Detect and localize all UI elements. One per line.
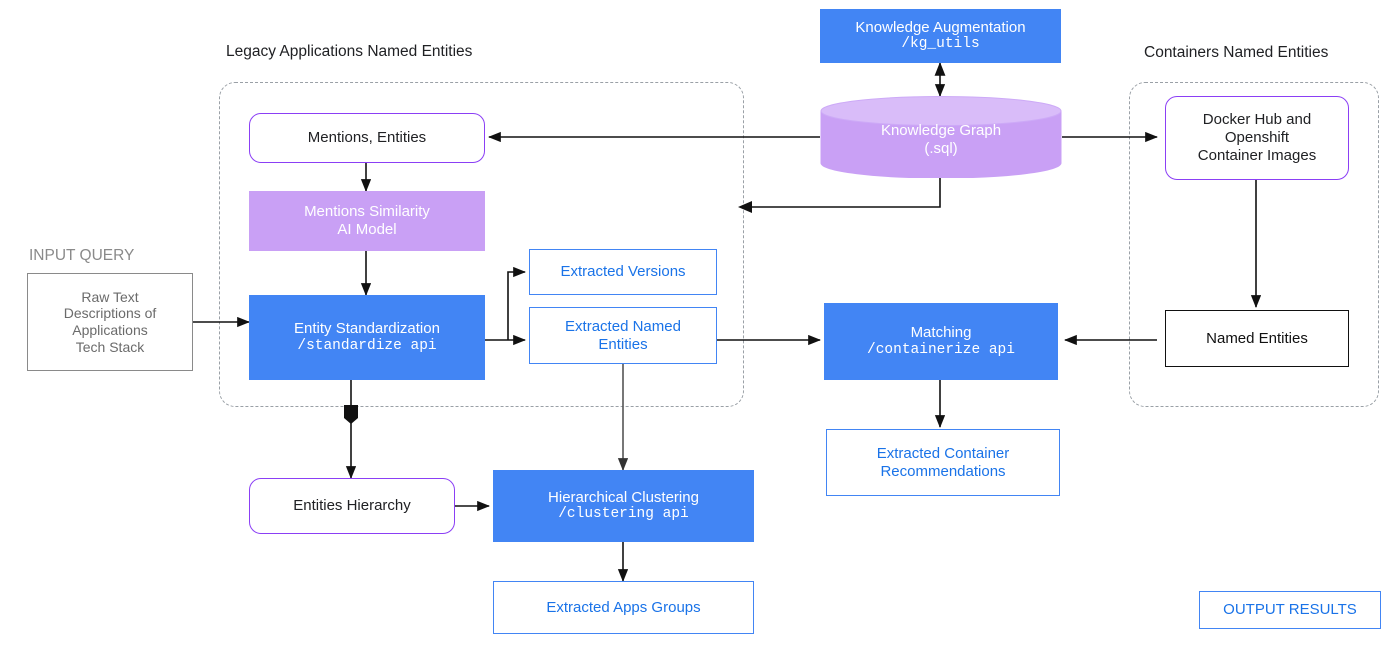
group-legacy-applications [219, 82, 744, 407]
node-named-entities[interactable]: Named Entities [1165, 310, 1349, 367]
matching-api: /containerize api [867, 341, 1015, 358]
node-matching[interactable]: Matching /containerize api [824, 303, 1058, 380]
hierarchical-clustering-api: /clustering api [558, 506, 689, 523]
node-raw-text-descriptions[interactable]: Raw Text Descriptions of Applications Te… [27, 273, 193, 371]
output-results-label: OUTPUT RESULTS [1223, 601, 1357, 619]
node-entity-standardization[interactable]: Entity Standardization /standardize api [249, 295, 485, 380]
matching-title: Matching [910, 324, 972, 342]
input-query-label: INPUT QUERY [29, 247, 135, 264]
knowledge-augmentation-title: Knowledge Augmentation [855, 18, 1026, 36]
node-extracted-apps-groups[interactable]: Extracted Apps Groups [493, 581, 754, 634]
extracted-versions-label: Extracted Versions [560, 263, 686, 281]
mentions-similarity-subtitle: AI Model [337, 221, 397, 238]
node-extracted-versions[interactable]: Extracted Versions [529, 249, 717, 295]
raw-text-line-2: Descriptions of [63, 305, 157, 322]
raw-text-line-1: Raw Text [81, 288, 139, 305]
node-mentions-entities[interactable]: Mentions, Entities [249, 113, 485, 163]
node-docker-hub-openshift-images[interactable]: Docker Hub and Openshift Container Image… [1165, 96, 1349, 180]
extracted-named-entities-line-2: Entities [598, 335, 648, 353]
group-containers [1129, 82, 1379, 407]
mentions-entities-label: Mentions, Entities [307, 129, 427, 147]
raw-text-line-4: Tech Stack [75, 338, 145, 355]
extracted-container-recs-line-1: Extracted Container [876, 444, 1010, 462]
knowledge-augmentation-api: /kg_utils [901, 36, 980, 53]
docker-hub-line-3: Container Images [1197, 146, 1317, 164]
knowledge-graph-subtitle: (.sql) [924, 140, 958, 157]
entity-standardization-api: /standardize api [297, 337, 437, 354]
raw-text-line-3: Applications [72, 322, 148, 338]
extracted-apps-groups-label: Extracted Apps Groups [546, 598, 701, 616]
extracted-named-entities-line-1: Extracted Named [565, 317, 681, 335]
legend-output-results: OUTPUT RESULTS [1199, 591, 1381, 629]
cylinder-shape [820, 96, 1062, 178]
mentions-similarity-title: Mentions Similarity [304, 203, 430, 221]
group-legacy-applications-title: Legacy Applications Named Entities [226, 43, 473, 60]
node-entities-hierarchy[interactable]: Entities Hierarchy [249, 478, 455, 534]
extracted-container-recs-line-2: Recommendations [880, 462, 1006, 480]
node-knowledge-augmentation[interactable]: Knowledge Augmentation /kg_utils [820, 9, 1061, 63]
entities-hierarchy-label: Entities Hierarchy [293, 497, 411, 515]
knowledge-graph-title: Knowledge Graph [880, 122, 1002, 139]
node-extracted-named-entities[interactable]: Extracted Named Entities [529, 307, 717, 364]
node-mentions-similarity-ai-model[interactable]: Mentions Similarity AI Model [249, 191, 485, 251]
named-entities-label: Named Entities [1206, 329, 1308, 347]
hierarchical-clustering-title: Hierarchical Clustering [548, 488, 699, 506]
node-hierarchical-clustering[interactable]: Hierarchical Clustering /clustering api [493, 470, 754, 542]
docker-hub-line-1: Docker Hub and [1202, 111, 1312, 129]
node-knowledge-graph[interactable]: Knowledge Graph (.sql) [820, 96, 1062, 178]
node-extracted-container-recommendations[interactable]: Extracted Container Recommendations [826, 429, 1060, 496]
docker-hub-line-2: Openshift [1224, 129, 1290, 147]
entity-standardization-title: Entity Standardization [294, 320, 440, 338]
group-containers-title: Containers Named Entities [1144, 44, 1329, 61]
